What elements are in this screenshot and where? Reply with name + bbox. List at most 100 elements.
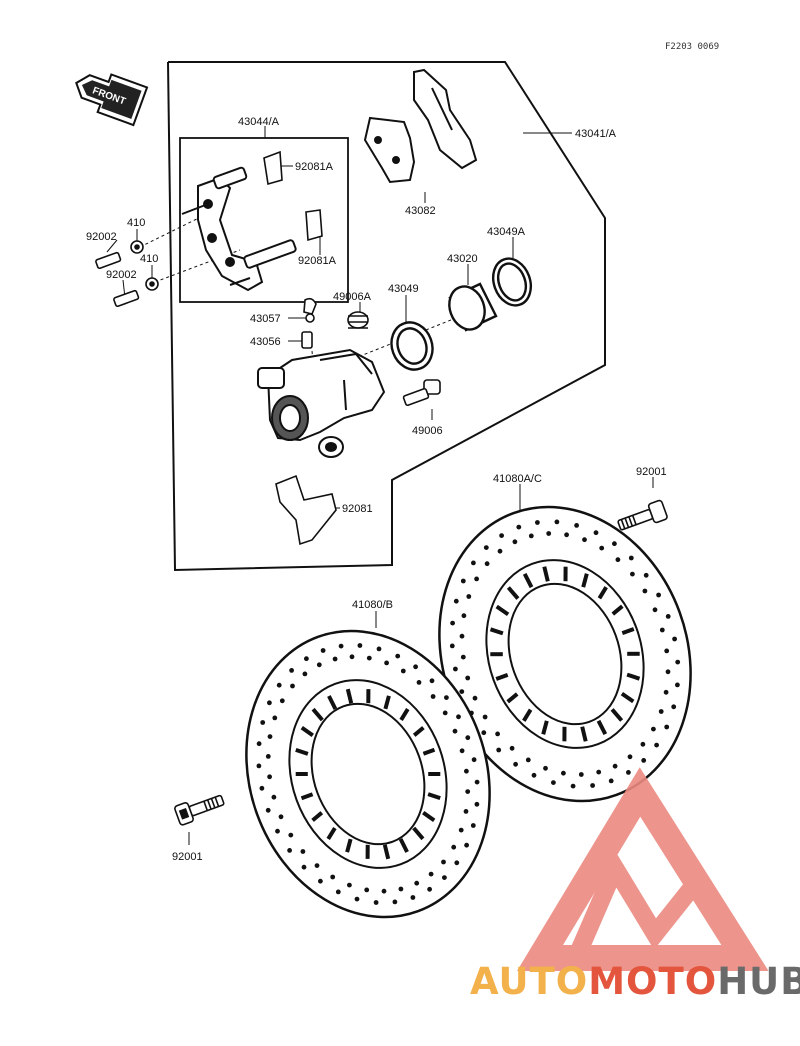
disc-hole — [347, 882, 352, 888]
disc-slot — [382, 844, 391, 860]
disc-hole — [330, 874, 336, 880]
label-92001-left: 92001 — [172, 851, 203, 863]
label-43082: 43082 — [405, 205, 436, 217]
disc-hole — [615, 557, 621, 563]
disc-hole — [599, 545, 605, 551]
disc-hole — [626, 770, 631, 775]
disc-hole — [316, 662, 322, 668]
disc-hole — [482, 714, 488, 720]
disc-hole — [465, 735, 471, 741]
disc-slot — [327, 695, 338, 710]
disc-hole — [301, 864, 307, 870]
disc-hole — [442, 710, 448, 716]
disc-hole — [265, 754, 271, 759]
disc-hole — [642, 588, 648, 594]
disc-hole — [272, 715, 278, 721]
disc-slot — [398, 838, 409, 853]
disc-hole — [675, 659, 681, 665]
disc-hole — [398, 886, 404, 892]
disc-hole — [512, 539, 518, 545]
label-410-2: 410 — [140, 253, 158, 265]
disc-hole — [641, 758, 647, 763]
disc-hole — [461, 613, 467, 619]
label-43056: 43056 — [250, 336, 281, 348]
disc-hole — [495, 731, 500, 737]
watermark-logo — [516, 767, 769, 971]
disc-slot — [522, 708, 533, 722]
disc-hole — [459, 689, 465, 694]
disc-hole — [463, 809, 469, 814]
disc-slot — [489, 627, 504, 636]
disc-hole — [456, 714, 461, 720]
disc-hole — [481, 730, 487, 736]
caliper-body — [257, 348, 386, 458]
disc-hole — [453, 598, 459, 604]
disc-hole — [596, 769, 602, 775]
disc-hole — [275, 828, 280, 834]
disc-hole — [664, 648, 670, 654]
disc-hole — [451, 844, 457, 850]
disc-hole — [658, 709, 664, 714]
disc-slot — [581, 573, 589, 588]
disc-hole — [466, 594, 472, 599]
disc-slot — [522, 572, 534, 589]
label-43057: 43057 — [250, 313, 281, 325]
label-41080b: 41080/B — [352, 599, 393, 611]
disc-hole — [442, 875, 447, 880]
disc-hole — [554, 519, 560, 525]
caliper-bracket — [181, 166, 297, 292]
disc-slot — [399, 708, 410, 721]
disc-hole — [663, 689, 669, 695]
disc-hole — [460, 578, 466, 584]
disc-hole — [472, 695, 478, 701]
disc-hole — [376, 646, 382, 652]
pad-spring — [275, 474, 337, 546]
disc-hole — [535, 520, 540, 525]
disc-slot — [383, 695, 391, 710]
disc-hole — [516, 524, 522, 530]
bleeder-parts — [301, 297, 369, 349]
disc-hole — [474, 576, 479, 582]
disc-hole — [260, 720, 266, 725]
disc-hole — [551, 780, 556, 785]
label-92081a-1: 92081A — [295, 161, 334, 173]
disc-slot — [621, 627, 635, 635]
disc-hole — [256, 741, 262, 747]
brake-disc-left — [245, 629, 491, 919]
disc-hole — [357, 643, 363, 648]
bracket-outline — [179, 137, 349, 303]
disc-hole — [509, 745, 515, 751]
disc-hole — [267, 734, 273, 739]
brake-pads — [363, 68, 478, 184]
disc-hole — [484, 561, 490, 567]
disc-hole — [318, 878, 323, 884]
disc-hole — [652, 607, 658, 613]
disc-hole — [459, 748, 465, 754]
disc-hole — [441, 859, 446, 865]
disc-hole — [430, 694, 436, 699]
disc-hole — [582, 537, 587, 543]
label-410-1: 410 — [127, 217, 145, 229]
disc-hole — [531, 772, 537, 778]
disc-slot — [311, 811, 324, 822]
disc-hole — [671, 704, 677, 710]
disc-hole — [278, 814, 284, 820]
disc-hole — [302, 671, 308, 677]
label-92001-right: 92001 — [636, 466, 667, 478]
disc-hole — [464, 842, 469, 848]
disc-hole — [338, 643, 344, 649]
disc-hole — [593, 530, 599, 536]
disc-slot — [422, 747, 436, 756]
disc-hole — [287, 848, 292, 853]
disc-hole — [651, 726, 656, 732]
disc-slot — [626, 672, 641, 681]
disc-slot — [597, 586, 608, 600]
disc-hole — [471, 560, 476, 566]
disc-hole — [465, 789, 471, 794]
disc-slot — [345, 838, 353, 853]
caliper-assembly-outline — [167, 61, 606, 572]
disc-hole — [627, 754, 633, 760]
disc-slot — [495, 673, 509, 681]
disc-hole — [458, 827, 464, 833]
disc-hole — [332, 656, 338, 662]
